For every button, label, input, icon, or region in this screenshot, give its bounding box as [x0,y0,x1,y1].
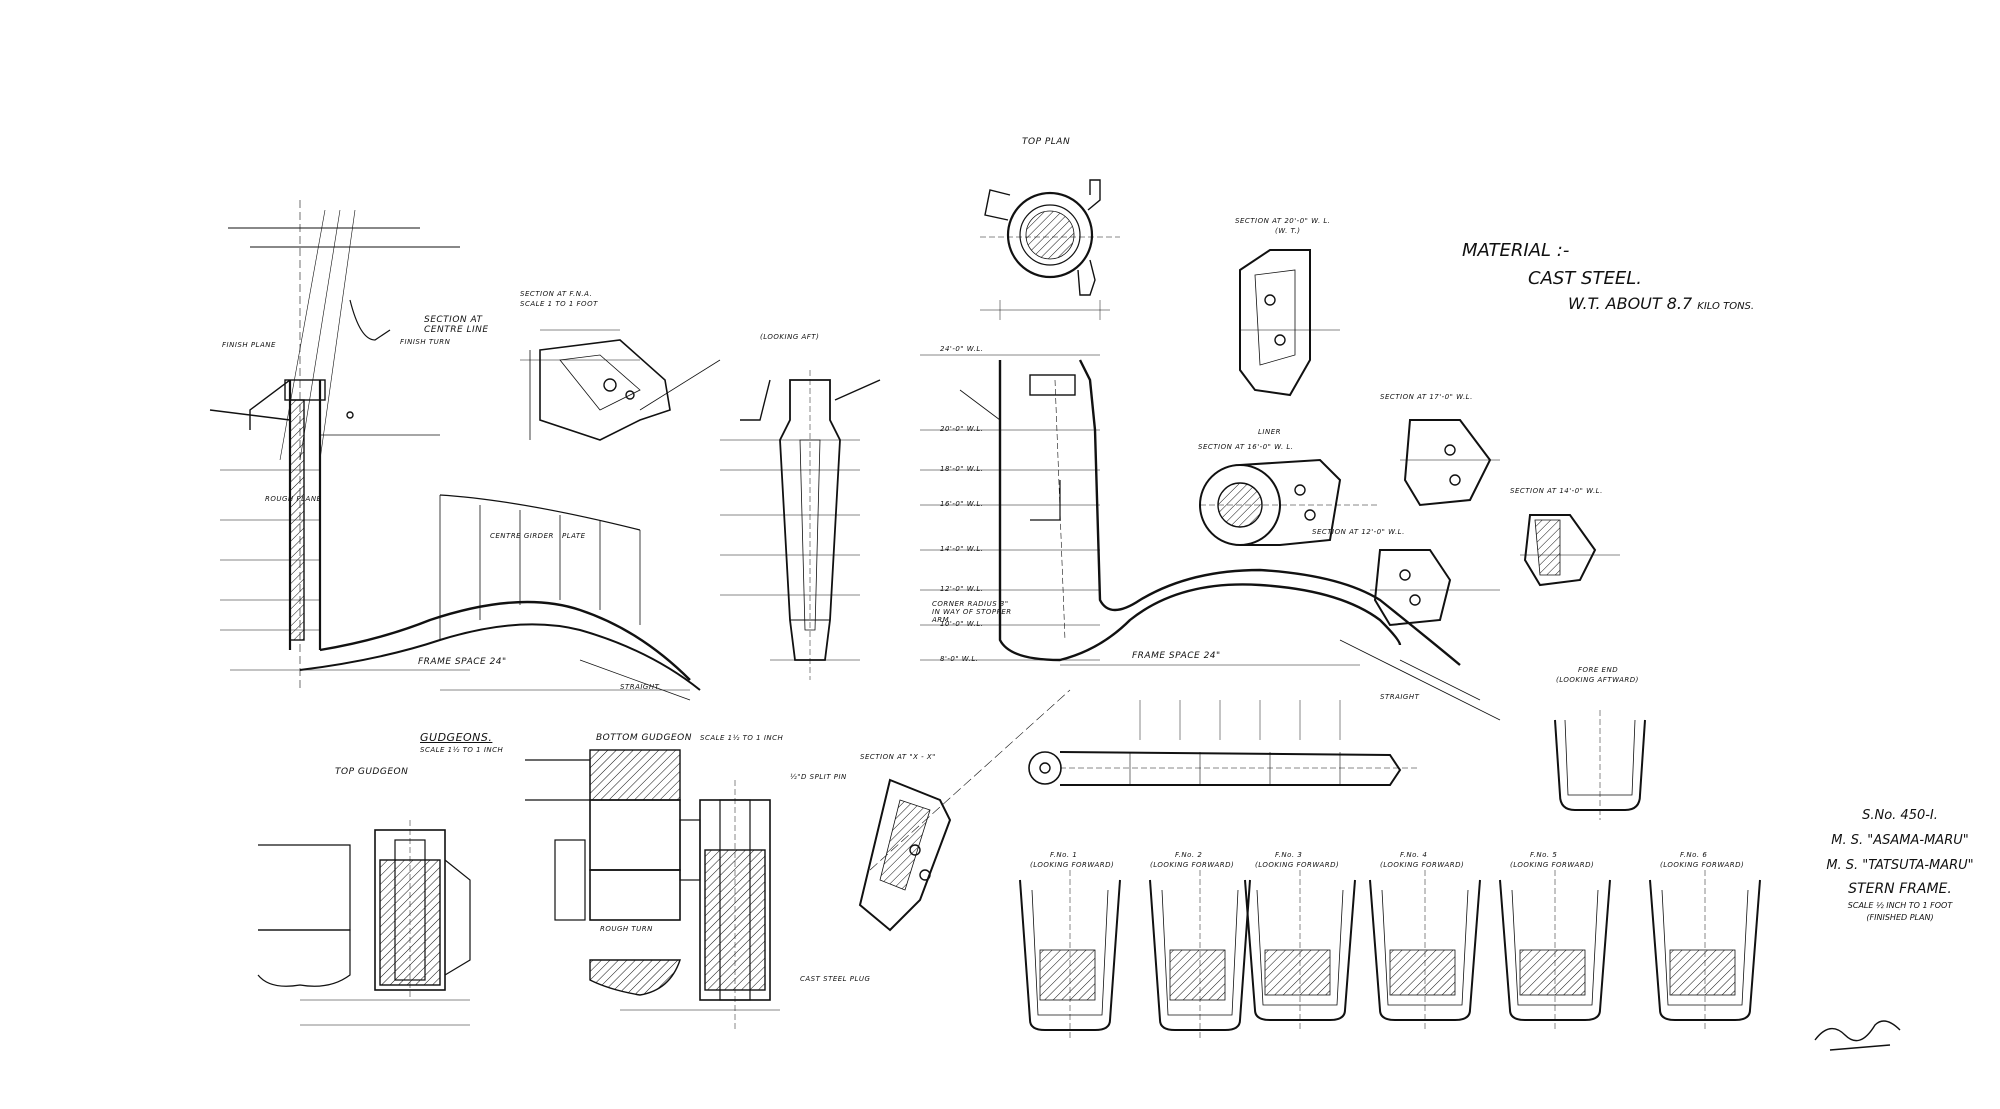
drawing-scale: SCALE ½ INCH TO 1 FOOT [1847,901,1953,910]
material-weight-value: W.T. ABOUT 8.7 [1568,294,1693,313]
gudgeons-label: GUDGEONS. [420,731,493,744]
section-fna-scale: SCALE 1 TO 1 FOOT [520,300,598,308]
frame-sections-row [1019,870,1761,1040]
centre-girder-label: CENTRE GIRDER [490,532,554,540]
split-pin-label: ½"D SPLIT PIN [790,773,847,781]
section-14wl [1520,514,1620,587]
top-gudgeon-label: TOP GUDGEON [335,767,409,777]
material-type: CAST STEEL. [1528,268,1642,289]
centre-line-section [209,200,701,701]
frame-space-label-1: FRAME SPACE 24" [418,657,507,667]
drawing-number: S.No. 450-I. [1862,808,1938,823]
frame-section-4-name: F.No. 4 [1400,851,1428,859]
frame-section-4-sub: (LOOKING FORWARD) [1380,861,1465,869]
frame-section-3-name: F.No. 3 [1275,851,1303,859]
wl-14: 14'-0" W.L. [940,545,984,553]
finish-plane-label: FINISH PLANE [222,341,276,349]
section-20wl-label: SECTION AT 20'-0" W. L. [1235,217,1331,225]
section-xx [858,689,1071,932]
frame-section-6-name: F.No. 6 [1680,851,1708,859]
section-17wl [1400,419,1500,507]
bottom-gudgeon-view [525,749,780,1030]
section-20wl [1239,249,1340,397]
bottom-gudgeon-scale: SCALE 1½ TO 1 INCH [700,734,784,742]
frame-section-5-sub: (LOOKING FORWARD) [1510,861,1595,869]
drawing-note: (FINISHED PLAN) [1866,913,1934,922]
section-16wl [1199,458,1380,546]
fore-end-sub: (LOOKING AFTWARD) [1556,676,1639,684]
top-gudgeon-view [257,820,471,1026]
top-plan-label: TOP PLAN [1022,137,1071,147]
corner-radius-label: CORNER RADIUS 3" IN WAY OF STOPPER ARM [932,600,1012,624]
section-12wl [1370,549,1500,627]
signature-mark [1814,1020,1901,1051]
wl-12: 12'-0" W.L. [940,585,984,593]
section-12wl-label: SECTION AT 12'-0" W.L. [1312,528,1405,536]
looking-aft-label: (LOOKING AFT) [760,333,820,341]
wl-18: 18'-0" W.L. [940,465,984,473]
section-fna-label: SECTION AT F.N.A. [520,290,593,298]
fore-end-label: FORE END [1578,666,1619,674]
gudgeons-scale: SCALE 1½ TO 1 INCH [420,746,504,754]
section-20wl-sub: (W. T.) [1275,227,1301,235]
section-xx-label: SECTION AT "X - X" [860,753,936,761]
wl-16: 16'-0" W.L. [940,500,984,508]
plate-label: PLATE [562,532,586,540]
keel-arm-plan [1028,751,1420,786]
looking-aft-view [720,370,881,680]
bottom-gudgeon-label: BOTTOM GUDGEON [596,733,692,743]
frame-section-3-sub: (LOOKING FORWARD) [1255,861,1340,869]
straight-label-1: STRAIGHT [620,683,660,691]
straight-label-2: STRAIGHT [1380,693,1420,701]
frame-section-1-sub: (LOOKING FORWARD) [1030,861,1115,869]
frame-section-6-sub: (LOOKING FORWARD) [1660,861,1745,869]
material-heading: MATERIAL :- [1462,240,1570,261]
wl-20: 20'-0" W.L. [940,425,984,433]
drawing-title: STERN FRAME. [1848,881,1952,897]
frame-section-5-name: F.No. 5 [1530,851,1558,859]
rough-plane-label: ROUGH PLANE [265,495,322,503]
ship-name-2: M. S. "TATSUTA-MARU" [1826,858,1974,873]
cast-steel-plug-label: CAST STEEL PLUG [800,975,871,983]
material-weight: W.T. ABOUT 8.7 KILO TONS. [1568,294,1754,313]
liner-label: LINER [1258,428,1281,436]
frame-space-label-2: FRAME SPACE 24" [1132,651,1221,661]
finish-turn-label: FINISH TURN [400,338,451,346]
wl-10: 10'-0" W.L. [940,620,984,628]
frame-section-1-name: F.No. 1 [1050,851,1078,859]
rough-turn-label: ROUGH TURN [600,925,653,933]
section-14wl-label: SECTION AT 14'-0" W.L. [1510,487,1603,495]
frame-section-2-sub: (LOOKING FORWARD) [1150,861,1235,869]
section-centre-label: SECTION AT CENTRE LINE [424,315,489,335]
material-weight-unit: KILO TONS. [1697,301,1755,312]
section-17wl-label: SECTION AT 17'-0" W.L. [1380,393,1473,401]
wl-8: 8'-0" W.L. [940,655,979,663]
fore-end-view [1554,710,1646,820]
wl-24: 24'-0" W.L. [940,345,984,353]
section-16wl-label: SECTION AT 16'-0" W. L. [1198,443,1294,451]
top-plan-view [980,179,1120,320]
stern-frame-side-view [920,354,1501,740]
fna-section [520,329,721,441]
frame-section-2-name: F.No. 2 [1175,851,1203,859]
ship-name-1: M. S. "ASAMA-MARU" [1831,833,1969,848]
